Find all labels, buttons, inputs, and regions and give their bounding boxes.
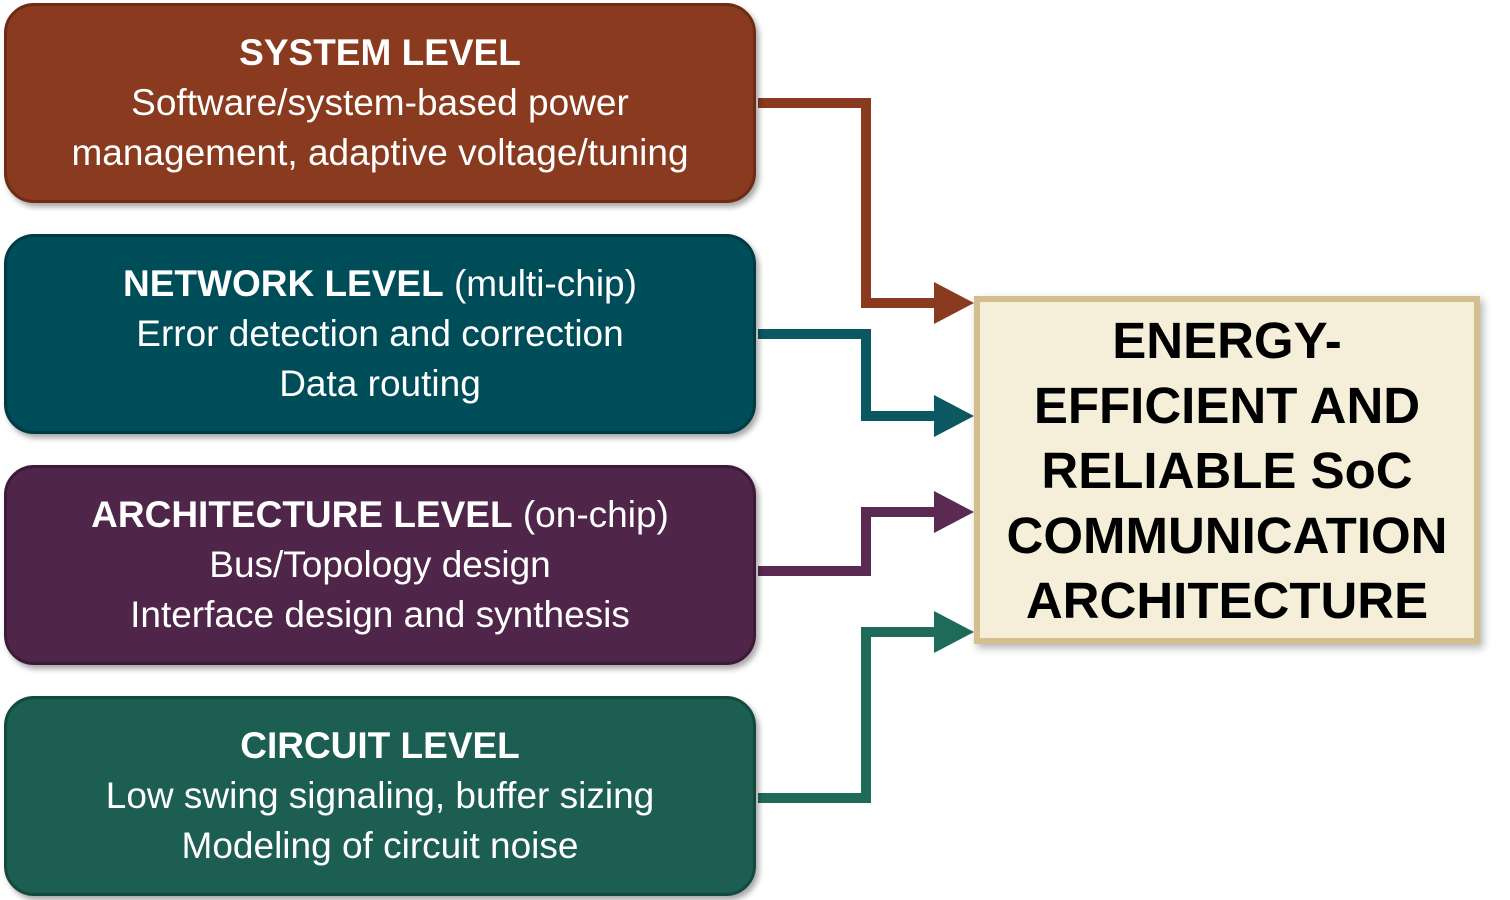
network-level-line-1: Error detection and correction bbox=[136, 313, 624, 354]
circuit-level-box: CIRCUIT LEVEL Low swing signaling, buffe… bbox=[4, 696, 756, 896]
system-level-line-2: management, adaptive voltage/tuning bbox=[71, 132, 689, 173]
circuit-level-title: CIRCUIT LEVEL bbox=[240, 721, 520, 771]
target-line-3: RELIABLE SoC bbox=[1041, 441, 1413, 499]
arrow-system-to-target bbox=[758, 98, 974, 324]
system-level-title: SYSTEM LEVEL bbox=[239, 28, 521, 78]
arrow-architecture-to-target bbox=[758, 491, 974, 576]
network-level-line-2: Data routing bbox=[279, 363, 481, 404]
system-level-heading: SYSTEM LEVEL bbox=[239, 32, 521, 73]
network-level-qualifier: (multi-chip) bbox=[453, 263, 637, 304]
architecture-level-title: ARCHITECTURE LEVEL (on-chip) bbox=[91, 490, 669, 540]
architecture-level-line-2: Interface design and synthesis bbox=[130, 594, 630, 635]
target-architecture-box: ENERGY- EFFICIENT AND RELIABLE SoC COMMU… bbox=[974, 296, 1480, 644]
network-level-heading: NETWORK LEVEL bbox=[123, 263, 444, 304]
target-line-1: ENERGY- bbox=[1112, 311, 1342, 369]
system-level-line-1: Software/system-based power bbox=[131, 82, 629, 123]
arrow-network-to-target bbox=[758, 329, 974, 437]
target-line-4: COMMUNICATION bbox=[1006, 506, 1448, 564]
architecture-level-box: ARCHITECTURE LEVEL (on-chip) Bus/Topolog… bbox=[4, 465, 756, 665]
architecture-level-heading: ARCHITECTURE LEVEL bbox=[91, 494, 513, 535]
architecture-level-line-1: Bus/Topology design bbox=[209, 544, 551, 585]
circuit-level-line-1: Low swing signaling, buffer sizing bbox=[105, 775, 655, 816]
target-line-2: EFFICIENT AND bbox=[1033, 376, 1421, 434]
arrow-circuit-to-target bbox=[758, 611, 974, 803]
target-line-5: ARCHITECTURE bbox=[1025, 571, 1429, 629]
architecture-level-qualifier: (on-chip) bbox=[522, 494, 669, 535]
circuit-level-heading: CIRCUIT LEVEL bbox=[240, 725, 520, 766]
system-level-box: SYSTEM LEVEL Software/system-based power… bbox=[4, 3, 756, 203]
network-level-box: NETWORK LEVEL (multi-chip) Error detecti… bbox=[4, 234, 756, 434]
network-level-title: NETWORK LEVEL (multi-chip) bbox=[123, 259, 637, 309]
circuit-level-line-2: Modeling of circuit noise bbox=[181, 825, 579, 866]
